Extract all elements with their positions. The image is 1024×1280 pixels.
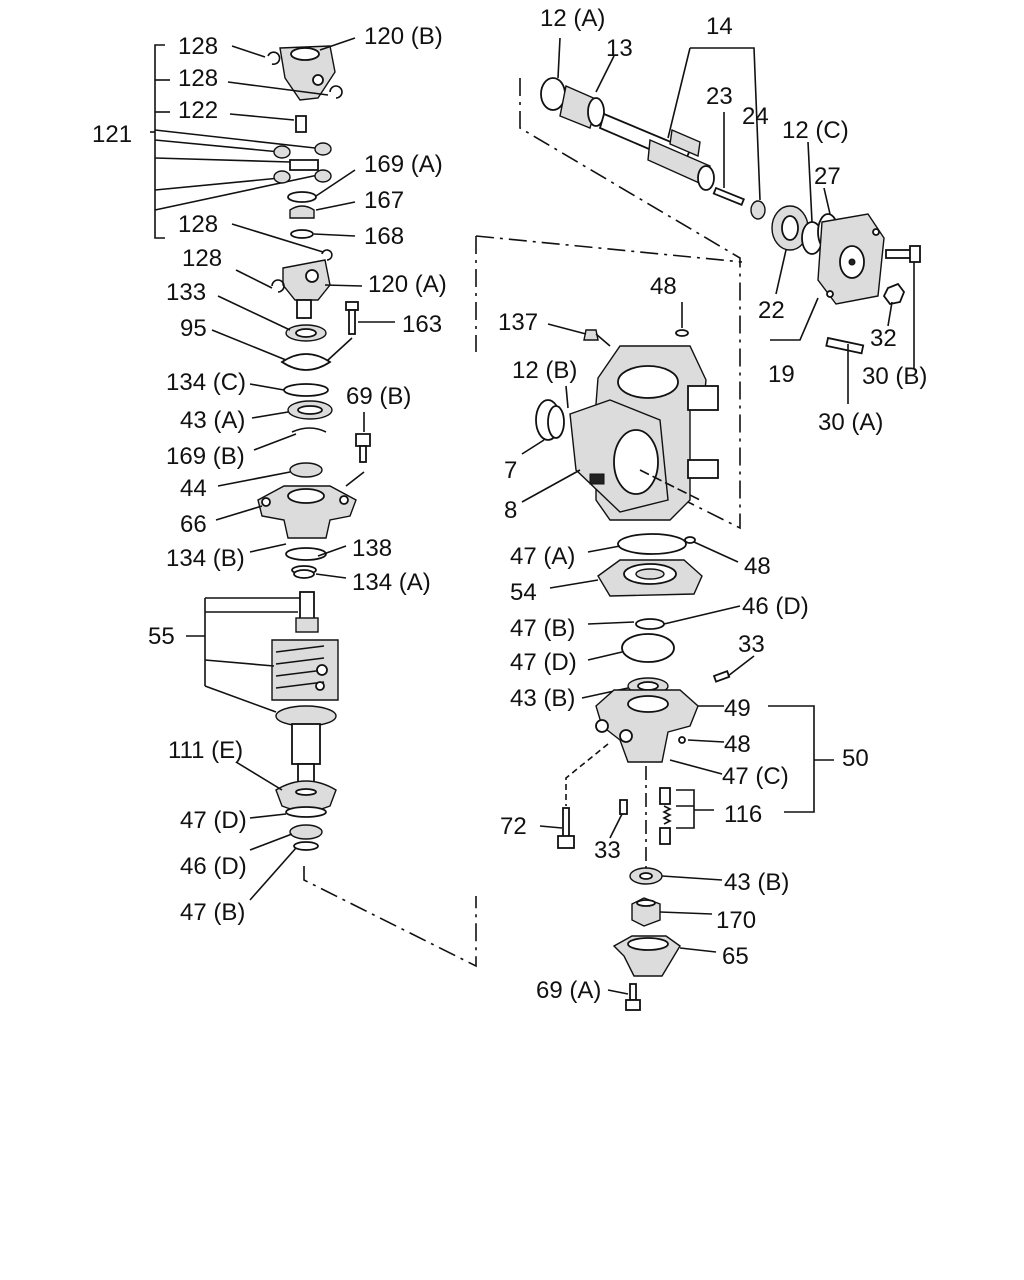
label-30a: 30 (A)	[818, 409, 883, 436]
label-49: 49	[724, 695, 751, 722]
label-46d: 46 (D)	[180, 853, 247, 880]
label-134c: 134 (C)	[166, 369, 246, 396]
label-30b: 30 (B)	[862, 363, 927, 390]
label-116: 116	[724, 801, 762, 828]
label-65: 65	[722, 943, 749, 970]
label-22: 22	[758, 297, 785, 324]
label-43b: 43 (B)	[724, 869, 789, 896]
label-8: 8	[504, 497, 517, 524]
label-137: 137	[498, 309, 538, 336]
label-46d: 46 (D)	[742, 593, 809, 620]
label-69b: 69 (B)	[346, 383, 411, 410]
label-12a: 12 (A)	[540, 5, 605, 32]
label-48: 48	[744, 553, 771, 580]
label-168: 168	[364, 223, 404, 250]
label-19: 19	[768, 361, 795, 388]
left-assembly	[150, 37, 477, 968]
label-170: 170	[716, 907, 756, 934]
label-7: 7	[504, 457, 517, 484]
label-43b: 43 (B)	[510, 685, 575, 712]
label-169b: 169 (B)	[166, 443, 245, 470]
label-24: 24	[742, 103, 769, 130]
label-32: 32	[870, 325, 897, 352]
label-55: 55	[148, 623, 175, 650]
label-47c: 47 (C)	[722, 763, 789, 790]
label-122: 122	[178, 97, 218, 124]
label-128: 128	[178, 33, 218, 60]
label-111e: 111 (E)	[168, 737, 243, 764]
label-50: 50	[842, 745, 869, 772]
label-33: 33	[594, 837, 621, 864]
label-47d: 47 (D)	[180, 807, 247, 834]
label-23: 23	[706, 83, 733, 110]
label-169a: 169 (A)	[364, 151, 443, 178]
label-138: 138	[352, 535, 392, 562]
label-47b: 47 (B)	[180, 899, 245, 926]
label-128: 128	[182, 245, 222, 272]
label-95: 95	[180, 315, 207, 342]
label-12b: 12 (B)	[512, 357, 577, 384]
label-43a: 43 (A)	[180, 407, 245, 434]
label-54: 54	[510, 579, 537, 606]
label-47a: 47 (A)	[510, 543, 575, 570]
label-13: 13	[606, 35, 633, 62]
label-72: 72	[500, 813, 527, 840]
label-48: 48	[724, 731, 751, 758]
callout-labels: 128 120 (B) 128 122 121 169 (A) 167 128 …	[92, 5, 927, 1004]
label-120b: 120 (B)	[364, 23, 443, 50]
label-14: 14	[706, 13, 733, 40]
label-128: 128	[178, 65, 218, 92]
label-133: 133	[166, 279, 206, 306]
right-assembly	[475, 37, 921, 1011]
label-47d: 47 (D)	[510, 649, 577, 676]
label-134b: 134 (B)	[166, 545, 245, 572]
label-134a: 134 (A)	[352, 569, 431, 596]
label-69a: 69 (A)	[536, 977, 601, 1004]
label-47b: 47 (B)	[510, 615, 575, 642]
label-163: 163	[402, 311, 442, 338]
label-27: 27	[814, 163, 841, 190]
label-12c: 12 (C)	[782, 117, 849, 144]
label-121: 121	[92, 121, 132, 148]
label-33: 33	[738, 631, 765, 658]
label-48: 48	[650, 273, 677, 300]
label-66: 66	[180, 511, 207, 538]
label-120a: 120 (A)	[368, 271, 447, 298]
label-44: 44	[180, 475, 207, 502]
label-128: 128	[178, 211, 218, 238]
label-167: 167	[364, 187, 404, 214]
